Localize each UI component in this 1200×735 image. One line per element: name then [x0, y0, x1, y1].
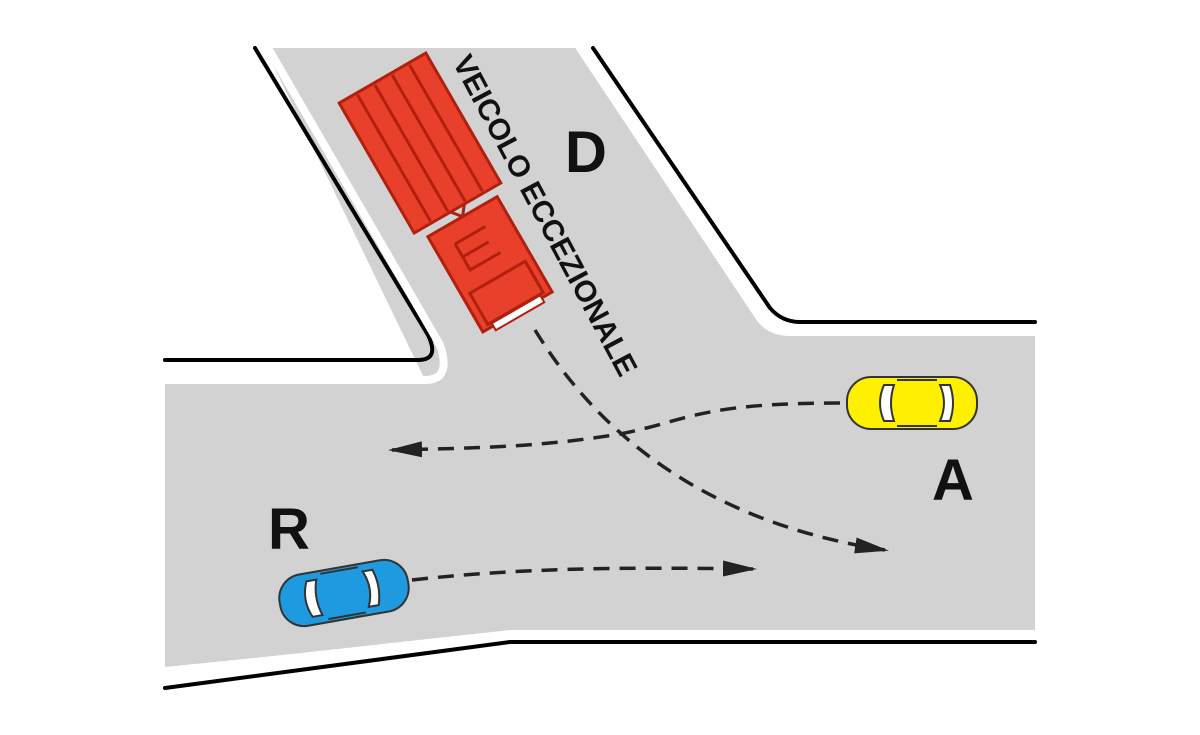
- road-edges: [161, 44, 1039, 690]
- road-surface: [165, 48, 1035, 667]
- car-a: [846, 376, 978, 430]
- truck-windshield: [490, 293, 546, 332]
- path-r: [411, 560, 757, 582]
- label-d: D: [565, 120, 607, 185]
- trajectories: [388, 329, 889, 582]
- truck-trailer: [337, 51, 503, 236]
- car-r: [278, 558, 410, 628]
- truck-d: [337, 51, 555, 334]
- path-a: [388, 401, 841, 458]
- label-a: A: [932, 448, 974, 513]
- label-r: R: [268, 497, 310, 562]
- path-d: [533, 329, 889, 554]
